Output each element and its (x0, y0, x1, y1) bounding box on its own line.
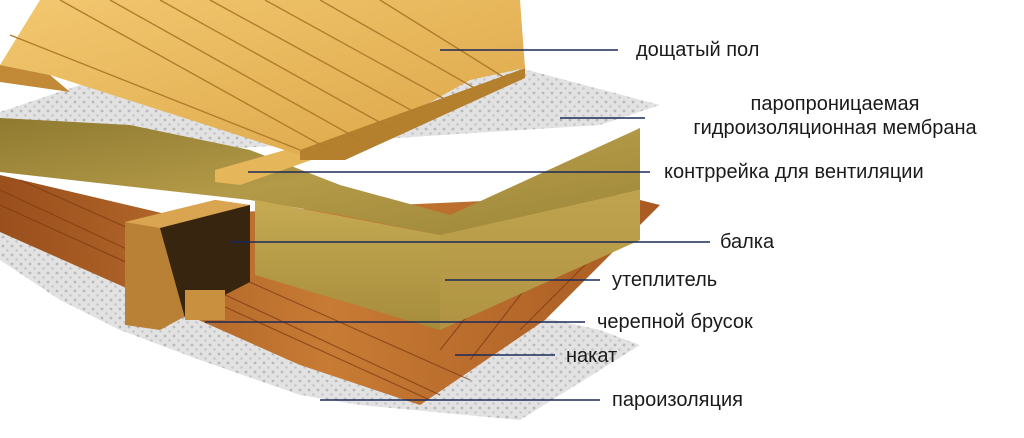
beam-top (125, 200, 250, 228)
floor-board-seams (9, 0, 506, 151)
label-counter-batten: контррейка для вентиляции (664, 161, 924, 183)
label-cranial-bar: черепной брусок (597, 311, 753, 333)
label-subfloor: накат (566, 345, 618, 367)
leader-lines (205, 49, 710, 401)
floor-boards-edge (300, 68, 525, 160)
label-floor-boards: дощатый пол (636, 39, 760, 61)
label-membrane: паропроницаемая гидроизоляционная мембра… (650, 92, 1020, 140)
insulation-side-shade (440, 190, 640, 330)
insulation-top (0, 118, 640, 235)
label-insulation: утеплитель (612, 269, 718, 291)
label-membrane-line2: гидроизоляционная мембрана (693, 117, 977, 139)
beam-shadow (160, 205, 250, 318)
label-membrane-line1: паропроницаемая (750, 93, 920, 115)
cranial-bar (185, 290, 225, 320)
floor-boards-left-edge (0, 65, 70, 92)
label-vapor-barrier: пароизоляция (612, 389, 743, 411)
label-beam: балка (720, 231, 775, 253)
